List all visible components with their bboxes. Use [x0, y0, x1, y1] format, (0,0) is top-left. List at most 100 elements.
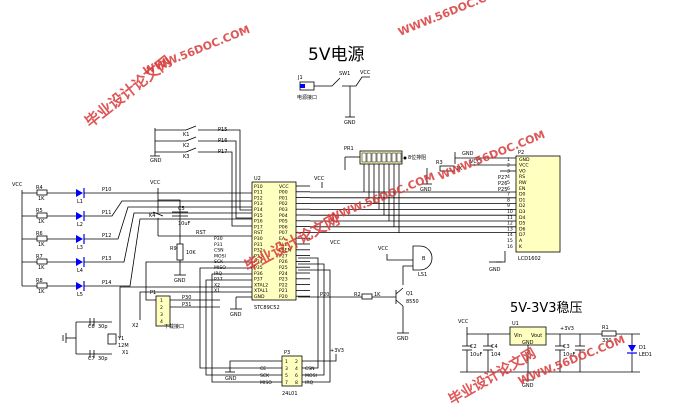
title-5v-power: 5V电源: [308, 45, 364, 65]
buzzer-b: B: [422, 256, 426, 262]
u2-ref: U2: [254, 176, 261, 182]
power-input-section: J1 电源接口 SW1 VCC GND: [297, 70, 371, 126]
svg-text:1K: 1K: [38, 265, 45, 271]
svg-text:R8: R8: [36, 278, 43, 284]
svg-text:P10: P10: [102, 187, 111, 193]
u2-pin-right-13: P26: [279, 259, 288, 265]
u2-pin-right-6: P05: [279, 219, 288, 225]
c6-label: C6: [88, 324, 95, 330]
lcd-net-p27: P27: [498, 175, 507, 181]
lcd-pin-num-9: 10: [507, 209, 513, 215]
svg-text:L5: L5: [77, 292, 83, 298]
r9-value: 10K: [186, 250, 196, 256]
lcd-pin-num-14: 15: [507, 238, 513, 244]
lcd-pin-num-15: 16: [507, 244, 513, 250]
lcd-pin-num-6: 7: [507, 192, 510, 198]
svg-text:P12: P12: [102, 233, 111, 239]
u2-pin-right-9: EA: [279, 236, 286, 242]
led-row-4: R7 1K L4 P13: [22, 212, 252, 274]
pr1-ref: PR1: [344, 146, 354, 152]
u2-pin-right-11: PSEN: [279, 248, 291, 254]
gnd-label-nrf: GND: [225, 376, 237, 382]
lcd-pin-num-1: 2: [507, 163, 510, 169]
vcc-label-reset: VCC: [150, 180, 161, 186]
k4-label: K4: [149, 213, 155, 219]
watermark-url-3: WWW.56DOC.COM: [326, 170, 437, 225]
u2-pin-left-0: P10: [254, 184, 263, 190]
p1-name: 下载接口: [164, 323, 184, 330]
gnd-label-reg: GND: [522, 383, 534, 389]
v33-label-nrf: +3V3: [330, 348, 344, 354]
u2-pin-right-17: P22: [279, 282, 288, 288]
svg-text:1K: 1K: [38, 219, 45, 225]
gnd-label-lcd-k: GND: [489, 267, 501, 273]
nrf-left-0: CE: [260, 366, 266, 372]
svg-text:P14: P14: [102, 280, 111, 286]
y1-value: 12M: [118, 343, 129, 349]
pr1-cell-3: [376, 152, 382, 163]
svg-text:3: 3: [160, 312, 163, 318]
lcd-pin-num-3: 4: [507, 174, 510, 180]
svg-text:1K: 1K: [38, 196, 45, 202]
u2-pin-left-5: P15: [254, 213, 263, 219]
u2-net-left-11: CSN: [214, 248, 224, 254]
crystal-circuit: X2 X1 Y1 12M C6 30p C7 30p: [62, 286, 252, 362]
lcd-pin-8: D2: [519, 203, 526, 209]
svg-text:L1: L1: [77, 199, 83, 205]
key-switches: GND K1 K2 K3 P15 P16 P17: [150, 125, 252, 227]
svg-text:R4: R4: [36, 185, 43, 191]
pr1-cell-6: [391, 152, 397, 163]
watermark-url-2: WWW.56DOC.COM: [396, 0, 507, 39]
gnd-label-power: GND: [344, 120, 356, 126]
u2-net-left-9: P30: [214, 236, 223, 242]
gnd-label-lcd: GND: [462, 151, 474, 157]
lcd-pin-13: D7: [519, 232, 526, 238]
nrf-right-2: IRQ: [305, 380, 314, 386]
gnd-label-beep: GND: [397, 336, 409, 342]
lcd-pin-2: VO: [519, 168, 526, 174]
u2-pin-left-9: P30: [254, 236, 263, 242]
u2-pin-left-1: P11: [254, 190, 263, 196]
svg-text:1K: 1K: [38, 289, 45, 295]
c4-label: C4: [491, 344, 498, 350]
lcd-pin-num-10: 11: [507, 215, 513, 221]
c2-value: 10uF: [470, 352, 483, 358]
u1-vout: Vout: [531, 333, 542, 339]
u2-net-left-10: P31: [214, 242, 223, 248]
gnd-label-contrast: GND: [420, 187, 432, 193]
lcd-pin-num-5: 6: [507, 186, 510, 192]
led-row-2: R5 1K L2 P11: [22, 200, 252, 228]
u2-pin-left-3: P13: [254, 201, 263, 207]
q1-name: 8550: [406, 299, 419, 305]
u2-net-left-17: X2: [214, 282, 220, 288]
u2-pin-left-11: P32: [254, 248, 263, 254]
svg-text:1: 1: [285, 359, 288, 365]
u2-body: [251, 181, 297, 301]
led-row-5: R8 1K L5 P14: [22, 218, 252, 298]
u2-pin-right-10: ALE: [279, 242, 288, 248]
u1-vin: Vin: [514, 333, 522, 339]
r1-value: 330: [602, 338, 612, 344]
pr1-cell-2: [371, 152, 377, 163]
led-row-1: R4 1K L1 P10: [22, 185, 252, 205]
u2-pin-right-1: P00: [279, 190, 288, 196]
pr1-cell-5: [386, 152, 392, 163]
gnd-label-reset: GND: [174, 278, 186, 284]
j1-name: 电源接口: [297, 94, 317, 101]
c6-value: 30p: [98, 324, 108, 330]
k1-label: K1: [183, 132, 189, 138]
download-header-p1: P1 下载接口 1 2 3 4 P30 P31: [145, 261, 252, 330]
u2-pin-left-4: P14: [254, 207, 263, 213]
lcd-net-p25: P25: [498, 187, 507, 193]
u2-pin-right-8: P07: [279, 230, 288, 236]
y1-label: Y1: [117, 336, 124, 342]
vcc-label-power: VCC: [360, 70, 371, 76]
svg-text:R5: R5: [36, 208, 43, 214]
pr1-cell-4: [381, 152, 387, 163]
u2-pin-right-4: P03: [279, 207, 288, 213]
lcd-pin-num-8: 9: [507, 203, 510, 209]
regulator-3v3: VCC U1 Vin Vout GND +3V3 C2 10uF C4 104 …: [458, 319, 652, 389]
lcd-pin-0: GND: [519, 157, 530, 163]
lcd-ref: P2: [518, 150, 524, 156]
